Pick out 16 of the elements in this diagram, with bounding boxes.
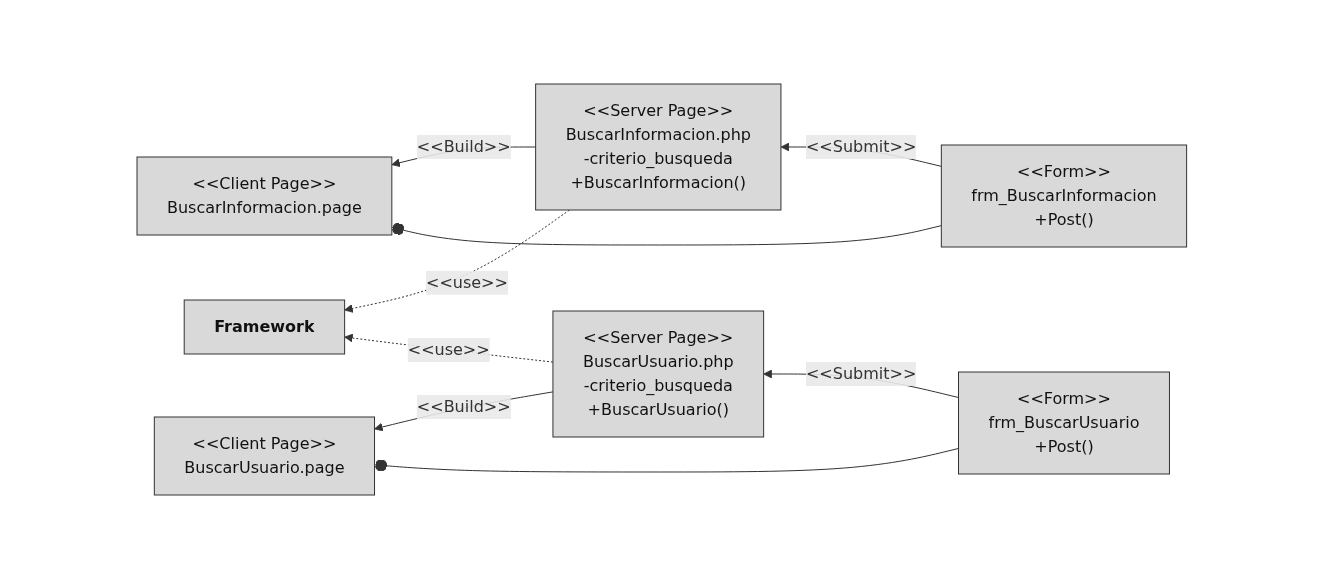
node-box: <<Client Page>> BuscarInformacion.page — [136, 156, 393, 236]
node-box: <<Server Page>> BuscarUsuario.php -criterio_busqueda +BuscarUsuario() — [552, 310, 765, 438]
edge-label: <<Submit>> — [806, 137, 917, 156]
node-box: <<Form>> frm_BuscarInformacion +Post() — [941, 144, 1188, 248]
edge-label: <<use>> — [407, 340, 490, 360]
edge-label: <<Build>> — [417, 397, 511, 416]
node-box: <<Server Page>> BuscarInformacion.php -criterio_busqueda +BuscarInformacion() — [535, 83, 782, 211]
node-box: <<Client Page>> BuscarUsuario.page — [154, 416, 376, 496]
arrow — [344, 333, 554, 363]
edge-label: <<Build>> — [417, 137, 511, 156]
node-box: Framework — [183, 299, 346, 355]
edge-label: <<Submit>> — [806, 364, 917, 383]
edge-label: <<use>> — [426, 272, 509, 292]
connector — [391, 222, 942, 246]
node-box: <<Form>> frm_BuscarUsuario +Post() — [958, 371, 1171, 475]
connector — [374, 448, 960, 473]
